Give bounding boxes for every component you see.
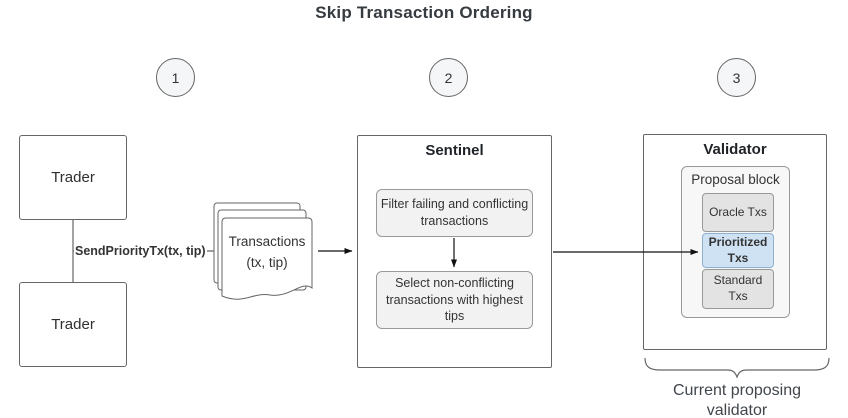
documents-node-label: Transactions (tx, tip): [220, 232, 314, 274]
prioritized-txs-label: Prioritized Txs: [708, 234, 768, 265]
documents-title: Transactions: [228, 234, 306, 249]
filter-step-label: Filter failing and conflicting transacti…: [380, 197, 529, 228]
select-step-label: Select non-conflicting transactions with…: [386, 275, 523, 324]
trader-label: Trader: [51, 316, 95, 333]
step-circle-2: 2: [429, 58, 468, 97]
oracle-txs-block: Oracle Txs: [702, 193, 774, 232]
step-circle-1: 1: [156, 58, 195, 97]
oracle-txs-label: Oracle Txs: [709, 204, 767, 219]
edge-label-send-priority-tx: SendPriorityTx(tx, tip): [74, 244, 207, 258]
standard-txs-block: Standard Txs: [702, 269, 774, 309]
filter-transactions-step: Filter failing and conflicting transacti…: [376, 189, 533, 237]
documents-subtitle: (tx, tip): [246, 254, 288, 270]
current-proposing-validator-caption: Current proposing validator: [672, 382, 802, 418]
sentinel-title: Sentinel: [425, 142, 484, 159]
validator-title: Validator: [703, 141, 767, 158]
trader-node-top: Trader: [19, 135, 127, 220]
step-number: 2: [444, 69, 453, 86]
doc-sheet-front: [221, 217, 313, 300]
step-circle-3: 3: [717, 58, 756, 97]
trader-node-bottom: Trader: [19, 282, 127, 367]
step-number: 3: [732, 69, 741, 86]
diagram-title: Skip Transaction Ordering: [315, 3, 533, 22]
prioritized-txs-block: Prioritized Txs: [702, 233, 774, 268]
standard-txs-label: Standard Txs: [713, 273, 763, 303]
proposal-block-label: Proposal block: [691, 172, 780, 187]
step-number: 1: [171, 69, 180, 86]
trader-label: Trader: [51, 169, 95, 186]
select-transactions-step: Select non-conflicting transactions with…: [376, 271, 533, 329]
